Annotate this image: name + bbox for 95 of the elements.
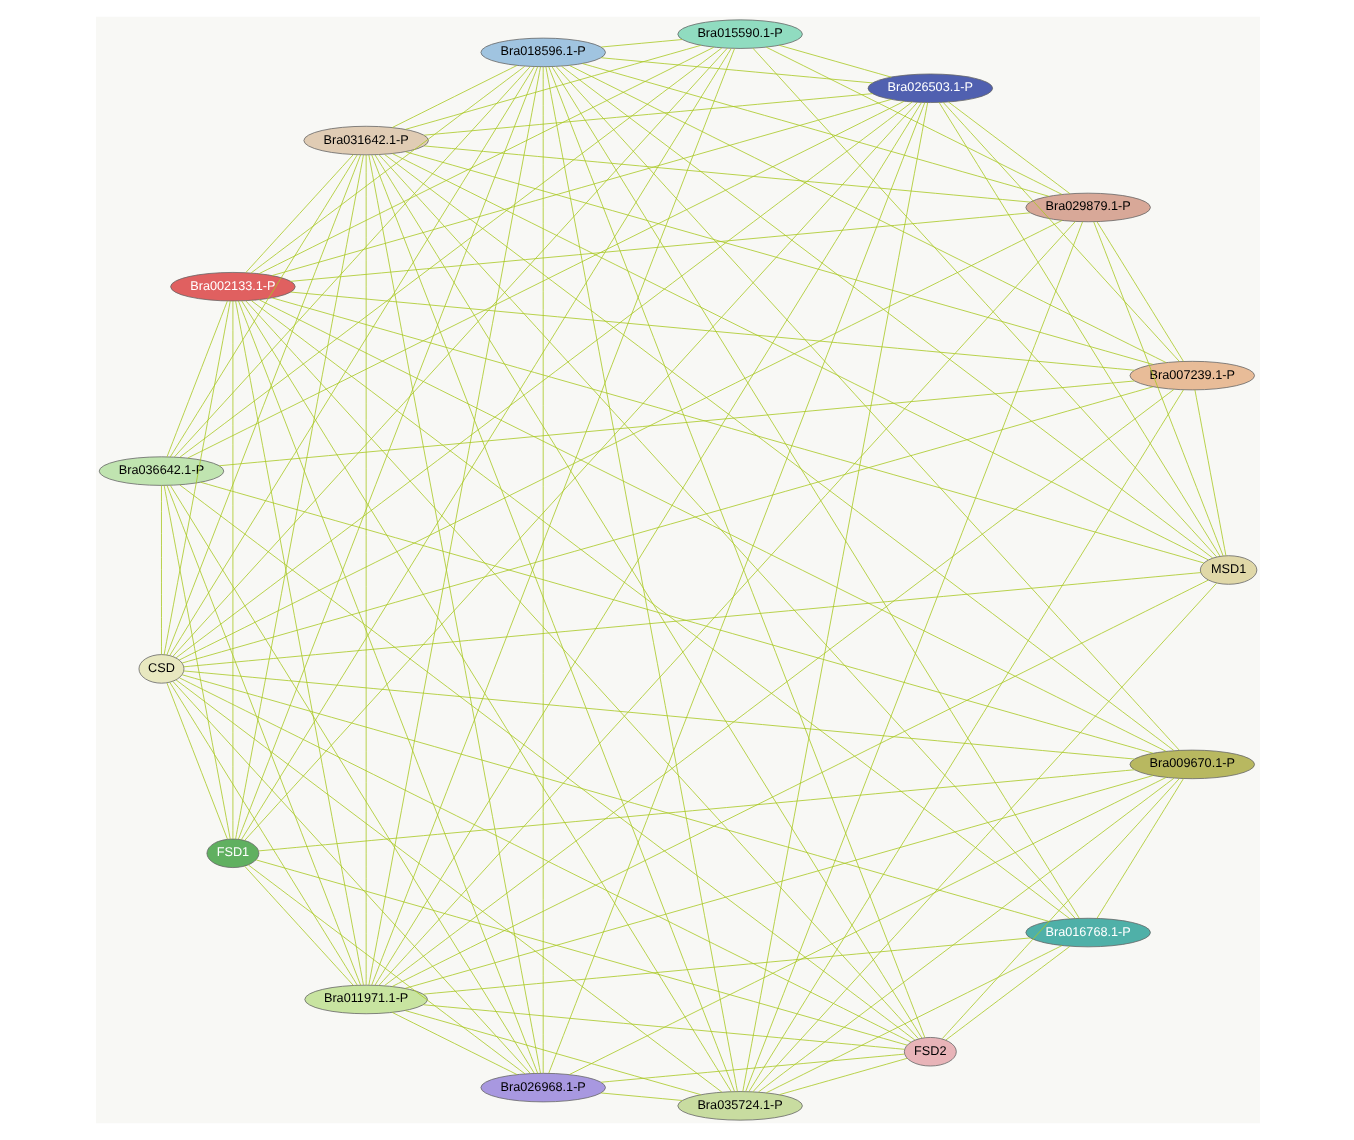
connector xyxy=(421,1004,904,1050)
connector xyxy=(390,65,517,128)
connector xyxy=(404,44,701,130)
connector xyxy=(171,681,530,1074)
connector xyxy=(270,297,1204,564)
connector xyxy=(560,65,1213,559)
connector xyxy=(383,389,1174,986)
connector xyxy=(237,66,538,840)
connector xyxy=(246,864,525,1075)
connector xyxy=(370,48,734,986)
connector xyxy=(550,66,1079,919)
connector xyxy=(377,221,1075,986)
connector xyxy=(231,300,233,840)
connector xyxy=(383,154,1174,751)
connector xyxy=(234,300,363,986)
connector xyxy=(377,154,1075,919)
connector xyxy=(186,101,904,459)
connector xyxy=(391,153,1208,561)
connector xyxy=(173,66,530,458)
connector xyxy=(243,102,917,841)
connector xyxy=(599,1092,682,1101)
connector xyxy=(554,66,1179,751)
connector xyxy=(1193,389,1226,557)
connector xyxy=(182,572,1201,668)
connector xyxy=(165,485,360,986)
connector xyxy=(599,39,682,48)
connector xyxy=(568,65,1166,363)
connector xyxy=(165,300,227,458)
connector xyxy=(581,63,1049,197)
connector xyxy=(289,291,1134,371)
connector xyxy=(367,66,540,986)
connector xyxy=(403,1010,701,1096)
connector xyxy=(244,300,918,1040)
connector xyxy=(599,1053,904,1083)
connector xyxy=(243,865,353,986)
connector xyxy=(747,389,1183,1092)
connector xyxy=(168,484,534,1074)
connector xyxy=(1092,221,1223,557)
connector xyxy=(370,154,734,1092)
connector xyxy=(744,221,1082,1092)
connector xyxy=(421,937,1030,995)
connector xyxy=(777,44,891,78)
connector xyxy=(756,777,1174,1093)
connector xyxy=(162,485,230,840)
connector xyxy=(174,679,722,1093)
connector xyxy=(751,582,1216,1093)
connector xyxy=(778,1057,907,1096)
connector xyxy=(947,101,1070,195)
connector xyxy=(254,859,907,1046)
connector xyxy=(178,484,915,1041)
connector xyxy=(174,101,912,659)
connector xyxy=(940,778,1179,1040)
connector xyxy=(165,682,227,840)
connector xyxy=(162,300,230,655)
connector xyxy=(741,102,927,1092)
connector xyxy=(240,300,731,1093)
connector xyxy=(168,681,357,986)
connector xyxy=(599,57,872,84)
connector xyxy=(944,945,1070,1041)
connector xyxy=(180,674,1049,922)
connector xyxy=(390,1012,517,1075)
connector xyxy=(178,677,911,1043)
connector xyxy=(270,99,891,276)
connector xyxy=(289,212,1030,282)
connector xyxy=(422,93,872,136)
connector xyxy=(751,47,1217,558)
connector xyxy=(244,154,353,273)
connector xyxy=(239,48,731,841)
connector xyxy=(182,670,1134,760)
connector xyxy=(367,154,540,1074)
connector xyxy=(257,46,714,275)
connector xyxy=(941,101,1179,362)
connector xyxy=(390,579,1208,987)
connector xyxy=(180,386,1153,664)
connector xyxy=(257,769,1134,852)
connector xyxy=(544,66,737,1092)
connector xyxy=(249,300,1070,920)
connector xyxy=(199,481,1153,754)
connector xyxy=(764,945,1062,1094)
connector xyxy=(160,485,161,655)
connector xyxy=(1095,778,1183,919)
connector xyxy=(237,300,538,1074)
connector xyxy=(1095,221,1183,362)
connector xyxy=(177,220,1062,661)
connector xyxy=(764,46,1062,195)
connector xyxy=(422,145,1030,203)
connector xyxy=(568,777,1166,1075)
connector xyxy=(937,102,1220,557)
connector xyxy=(541,66,543,1074)
connector xyxy=(364,154,366,986)
connector xyxy=(257,299,1166,752)
connector xyxy=(234,154,363,840)
connector xyxy=(217,380,1134,467)
connector xyxy=(249,65,525,274)
connector xyxy=(178,47,722,458)
